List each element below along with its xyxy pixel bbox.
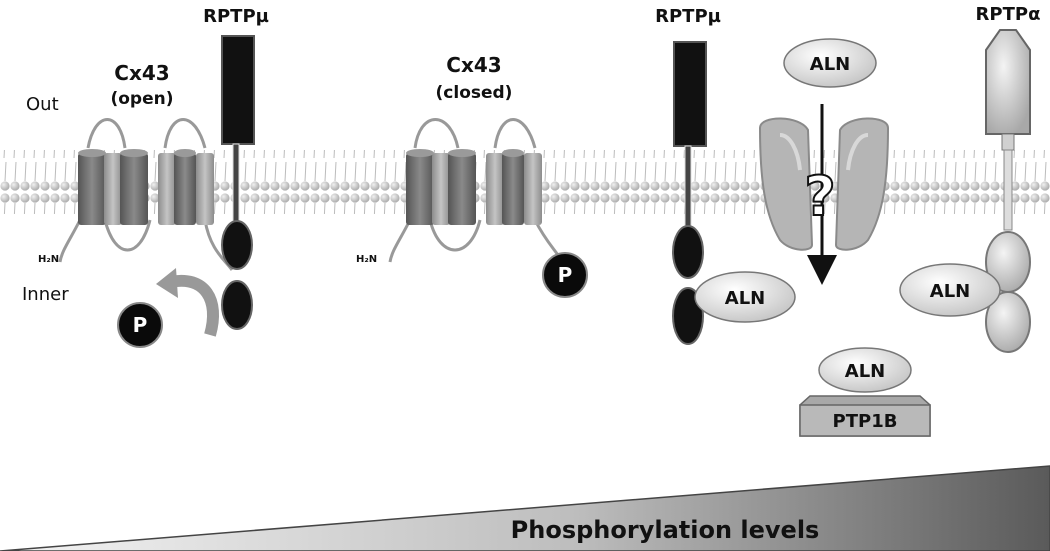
rptp-alpha-extracellular — [985, 29, 1031, 135]
dephosphorylation-arrow — [168, 274, 220, 337]
cx43-closed-name: Cx43 — [446, 53, 501, 77]
phosphate-right: P — [542, 252, 588, 298]
aln-extracellular-label: ALN — [810, 54, 850, 75]
cx43-closed-nterm: H₂N — [356, 254, 377, 265]
cx43-open-nterm: H₂N — [38, 254, 59, 265]
aln-on-rptp-alpha-label: ALN — [930, 281, 970, 302]
rptp-mu-left-extracellular — [221, 35, 255, 145]
unknown-transport-channel: ? — [758, 104, 890, 285]
phosphate-right-label: P — [558, 263, 573, 287]
rptp-mu-left: RPTPµ — [203, 6, 269, 330]
ptp1b-complex: ALN PTP1B — [799, 347, 931, 437]
cx43-open-name: Cx43 — [114, 61, 169, 85]
phosphate-left: P — [117, 302, 163, 348]
question-mark-icon: ? — [804, 165, 835, 228]
cx43-open-state: (open) — [110, 89, 173, 109]
aln-on-rptp-mu: ALN — [694, 271, 796, 323]
aln-extracellular: ALN — [783, 38, 877, 88]
aln-on-rptp-alpha: ALN — [899, 263, 1001, 317]
cx43-closed-state: (closed) — [436, 83, 513, 103]
rptp-alpha-label: RPTPα — [976, 4, 1041, 25]
phosphorylation-levels-label: Phosphorylation levels — [511, 516, 820, 544]
out-label: Out — [26, 94, 59, 115]
ptp1b-label: PTP1B — [833, 411, 898, 432]
inner-label: Inner — [22, 284, 69, 305]
rptp-alpha: RPTPα — [976, 4, 1041, 353]
rptp-mu-right-extracellular — [673, 41, 707, 147]
aln-on-ptp1b-label: ALN — [845, 361, 885, 382]
phosphate-left-label: P — [133, 313, 148, 337]
rptp-mu-left-label: RPTPµ — [203, 6, 269, 27]
rptp-mu-right: RPTPµ — [655, 6, 721, 345]
cx43-closed-channel: Cx43 (closed) H₂N — [356, 53, 562, 265]
aln-on-rptp-mu-label: ALN — [725, 288, 765, 309]
phosphorylation-gradient-bar: Phosphorylation levels — [0, 465, 1050, 551]
rptp-mu-right-label: RPTPµ — [655, 6, 721, 27]
